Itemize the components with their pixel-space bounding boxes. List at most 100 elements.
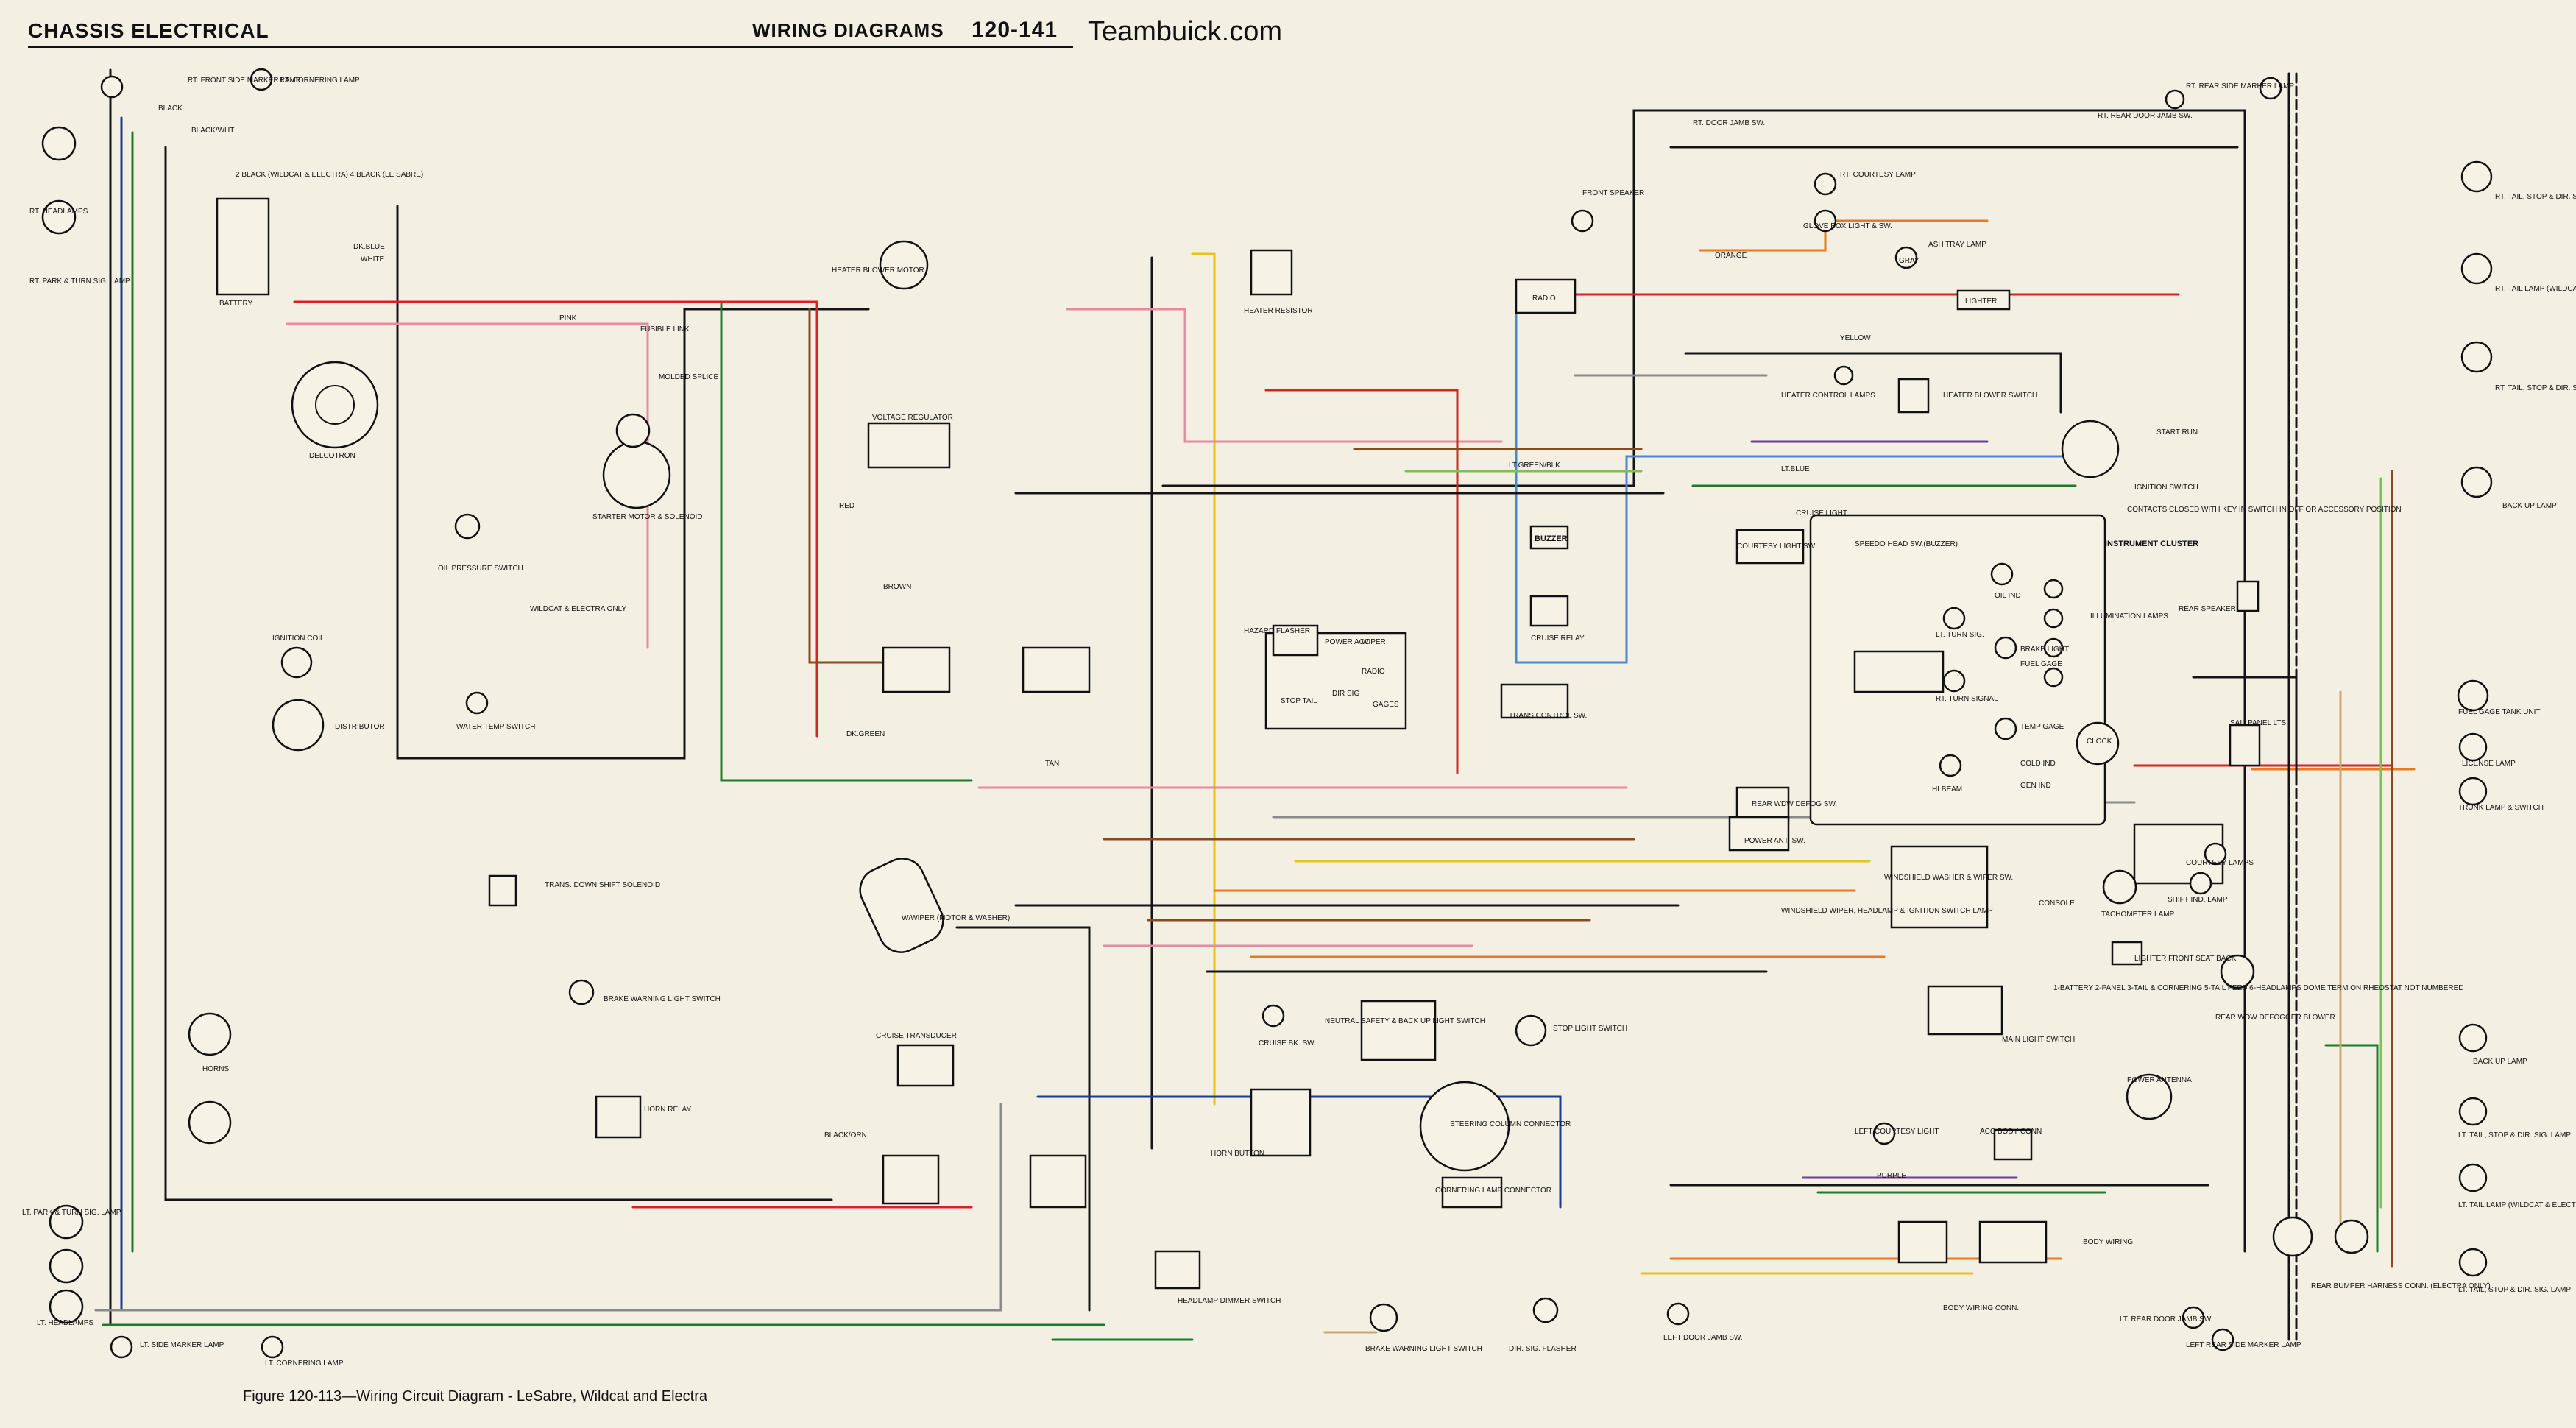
label-sail-panel: SAIL PANEL LTS [2230, 719, 2286, 727]
wiper-motor-icon [859, 858, 944, 953]
label-delcotron: DELCOTRON [309, 452, 355, 460]
label-ash-tray: ASH TRAY LAMP [1928, 241, 1986, 249]
lt-headlamp-2-icon [49, 1289, 84, 1324]
voltage-regulator-icon [867, 422, 951, 469]
front-connector-icon [882, 646, 951, 693]
label-cruise-transducer: CRUISE TRANSDUCER [876, 1032, 957, 1040]
label-contacts-note: CONTACTS CLOSED WITH KEY IN SWITCH IN OF… [2127, 506, 2402, 514]
cluster-connector-icon [1853, 650, 1945, 693]
label-cruise-relay: CRUISE RELAY [1531, 635, 1585, 643]
wire-orange-top [1699, 219, 1989, 252]
rear-bumper-conn-2-icon [2334, 1219, 2369, 1254]
label-battery: BATTERY [219, 300, 253, 308]
lt-tail-stop2-icon [2458, 1248, 2488, 1277]
wire-black-bottom [164, 146, 833, 1201]
rear-speaker-icon [2236, 580, 2260, 612]
label-start-run: START RUN [2156, 428, 2198, 436]
label-lt-headlamps: LT. HEADLAMPS [37, 1319, 93, 1327]
label-main-light: MAIN LIGHT SWITCH [2002, 1036, 2075, 1044]
ignition-switch-icon [2061, 420, 2120, 478]
lt-tail-lamp-icon [2458, 1163, 2488, 1192]
label-lighter-front: LIGHTER FRONT SEAT BACK [2134, 955, 2237, 963]
label-water-temp: WATER TEMP SWITCH [456, 723, 535, 731]
label-speedo-head: SPEEDO HEAD SW.(BUZZER) [1855, 540, 1958, 548]
label-lt-side-marker: LT. SIDE MARKER LAMP [140, 1341, 224, 1349]
hi-beam-icon [1939, 754, 1962, 777]
brake-warning-light-icon [1369, 1303, 1398, 1332]
label-glove-box: GLOVE BOX LIGHT & SW. [1803, 222, 1892, 230]
label-wildcat-only: WILDCAT & ELECTRA ONLY [530, 605, 626, 613]
rt-cornering-icon [250, 68, 273, 91]
label-courtesy-light-sw: COURTESY LIGHT SW. [1737, 542, 1816, 551]
label-left-courtesy: LEFT COURTESY LIGHT [1855, 1128, 1939, 1136]
label-cruise-light: CRUISE LIGHT [1796, 509, 1847, 517]
rear-defogger-icon [2220, 954, 2255, 989]
tachometer-icon [2102, 869, 2137, 905]
label-cornering-conn: CORNERING LAMP CONNECTOR [1435, 1187, 1551, 1195]
label-body-wiring-conn: BODY WIRING CONN. [1943, 1304, 2019, 1312]
lt-turn-icon [1942, 607, 1966, 630]
label-ignition-switch: IGNITION SWITCH [2134, 484, 2198, 492]
label-license-lamp: LICENSE LAMP [2462, 760, 2516, 768]
battery-icon [216, 197, 270, 296]
hazard-flasher-icon [1272, 624, 1319, 657]
lt-side-marker-icon [110, 1335, 133, 1359]
wire-green-harness [514, 300, 973, 782]
windshield-switch-icon [1890, 845, 1989, 929]
wire-tag-pink: PINK [559, 314, 577, 322]
label-lt-tail-lamp: LT. TAIL LAMP (WILDCAT & ELECTRA ONLY) [2458, 1201, 2576, 1209]
illum-2-icon [2043, 608, 2064, 629]
label-starter: STARTER MOTOR & SOLENOID [592, 513, 702, 521]
delcotron-icon [291, 361, 379, 449]
label-lt-tail-stop2: LT. TAIL, STOP & DIR. SIG. LAMP [2458, 1286, 2571, 1294]
power-antenna-icon [2126, 1073, 2173, 1120]
power-ant-sw-icon [1728, 816, 1790, 852]
label-rt-front-side-marker: RT. FRONT SIDE MARKER LAMP [188, 77, 301, 85]
label-rt-tail-stop: RT. TAIL, STOP & DIR. SIG LAMP [2495, 193, 2576, 201]
label-brake-warning: BRAKE WARNING LIGHT SWITCH [604, 995, 721, 1003]
label-fuel-gage: FUEL GAGE [2020, 660, 2062, 668]
radio-icon [1515, 278, 1577, 314]
label-horn-button: HORN BUTTON [1211, 1150, 1264, 1158]
label-illumination-lamps: ILLUMINATION LAMPS [2090, 612, 2168, 621]
label-rear-bumper: REAR BUMPER HARNESS CONN. (ELECTRA ONLY) [2311, 1282, 2491, 1290]
page-range: 120-141 [972, 18, 1058, 42]
label-temp-gage: TEMP GAGE [2020, 723, 2064, 731]
wire-black-14 [1684, 352, 2062, 414]
label-trunk-lamp: TRUNK LAMP & SWITCH [2458, 804, 2544, 812]
chapter-title: WIRING DIAGRAMS [752, 19, 944, 41]
label-lt-park-turn: LT. PARK & TURN SIG. LAMP [22, 1209, 121, 1217]
dir-flasher-icon [1532, 1297, 1559, 1323]
wire-tag-tan: TAN [1045, 760, 1059, 768]
label-steering-col: STEERING COLUMN CONNECTOR [1450, 1120, 1571, 1128]
cruise-bk-icon [1262, 1004, 1285, 1028]
horn-2-icon [188, 1100, 232, 1145]
section-title: CHASSIS ELECTRICAL [28, 19, 269, 42]
wire-tag-black-orn: BLACK/ORN [824, 1131, 867, 1139]
label-gages: GAGES [1373, 701, 1399, 709]
rt-tail-stop2-icon [2460, 341, 2493, 373]
label-stop-light: STOP LIGHT SWITCH [1553, 1025, 1627, 1033]
cornering-conn-icon [1441, 1176, 1503, 1209]
label-rear-window: REAR WDW DEFOG SW. [1752, 800, 1837, 808]
wire-brown-main [808, 308, 914, 664]
label-console: CONSOLE [2039, 899, 2075, 908]
headlamp-dimmer-icon [1154, 1250, 1201, 1290]
components [41, 68, 2493, 1359]
wire-lt-blue [1515, 308, 2099, 664]
courtesy-lamps-icon [2204, 842, 2227, 866]
wire-dk-green-right [2324, 1044, 2379, 1253]
label-oil-pressure: OIL PRESSURE SWITCH [438, 565, 523, 573]
rt-tail-stop-icon [2460, 160, 2493, 193]
lighter-icon [1956, 289, 2011, 311]
label-courtesy-lamps: COURTESY LAMPS [2186, 859, 2254, 867]
label-radio: RADIO [1532, 294, 1556, 303]
wire-tag-black: BLACK [158, 105, 183, 113]
shift-ind-icon [2189, 872, 2212, 895]
rt-courtesy-icon [1814, 172, 1837, 196]
back-up-lamp-icon [2460, 466, 2493, 498]
rt-rear-door-icon [2165, 89, 2185, 110]
stop-light-icon [1515, 1014, 1547, 1047]
label-wildcat-electra-note: 2 BLACK (WILDCAT & ELECTRA) 4 BLACK (LE … [236, 171, 423, 179]
